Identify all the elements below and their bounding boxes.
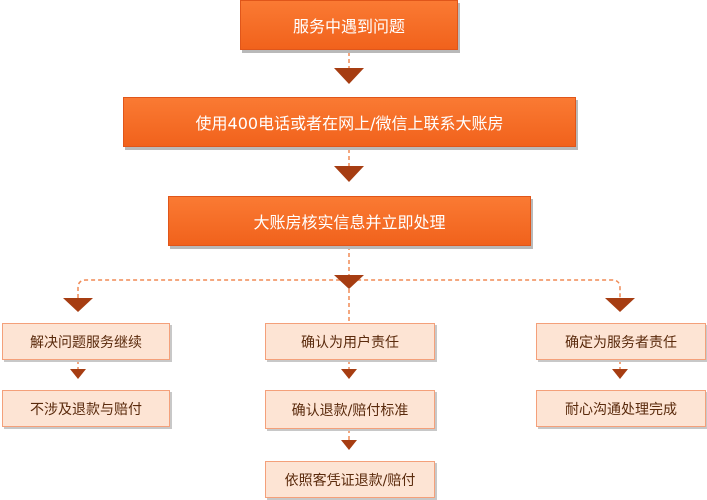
mid-refund-standard: 确认退款/赔付标准: [265, 390, 435, 429]
mid-user-responsibility: 确认为用户责任: [265, 323, 435, 360]
left-no-refund: 不涉及退款与赔付: [2, 390, 170, 427]
arrow-left-2: [70, 369, 86, 379]
arrow-1: [334, 68, 364, 84]
arrow-mid-2: [341, 369, 357, 379]
arrow-left: [63, 298, 93, 312]
step-problem-encountered: 服务中遇到问题: [240, 0, 458, 50]
arrow-right: [605, 298, 635, 312]
right-provider-responsibility: 确定为服务者责任: [536, 323, 706, 360]
right-communicate-complete: 耐心沟通处理完成: [536, 390, 706, 427]
arrow-2: [334, 166, 364, 182]
step-verify-and-handle: 大账房核实信息并立即处理: [168, 196, 531, 246]
step-contact-dazhangfang: 使用400电话或者在网上/微信上联系大账房: [123, 97, 576, 147]
mid-refund-by-voucher: 依照客凭证退款/赔付: [265, 461, 435, 498]
arrow-right-2: [612, 369, 628, 379]
arrow-branch: [334, 275, 364, 289]
left-resolved-continue: 解决问题服务继续: [2, 323, 170, 360]
arrow-mid-3: [341, 440, 357, 450]
